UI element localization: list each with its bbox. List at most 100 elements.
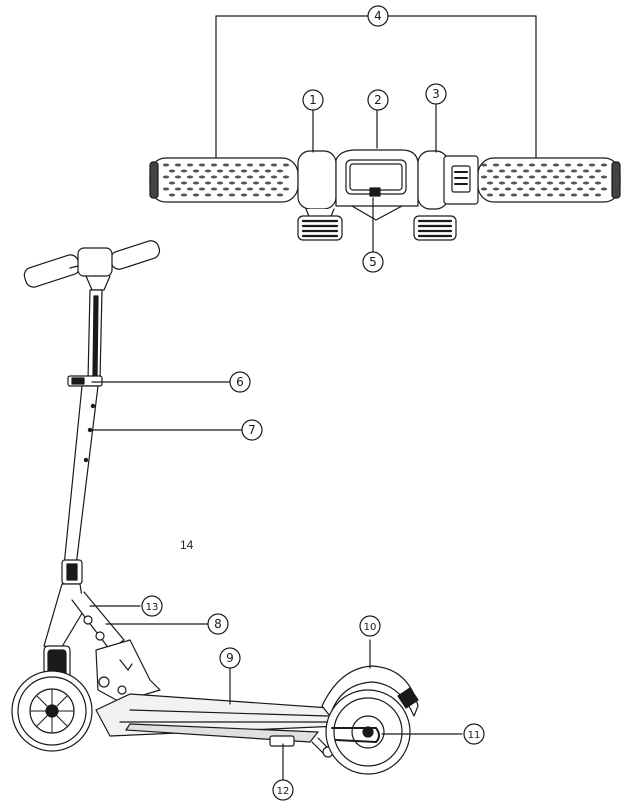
grip-texture-dot xyxy=(174,163,182,167)
right-grip xyxy=(477,157,621,203)
callout-label: 6 xyxy=(236,375,244,389)
scooter-stem xyxy=(61,289,103,585)
callout-label: 12 xyxy=(277,786,290,797)
grip-texture-dot xyxy=(522,169,530,173)
callout-label: 1 xyxy=(309,93,317,107)
grip-texture-dot xyxy=(204,181,212,185)
grip-texture-dot xyxy=(270,163,278,167)
grip-texture-dot xyxy=(498,169,506,173)
grip-texture-dot xyxy=(258,175,266,179)
grip-texture-dot xyxy=(588,163,596,167)
grip-texture-dot xyxy=(180,181,188,185)
grip-texture-dot xyxy=(600,187,608,191)
grip-texture-dot xyxy=(180,169,188,173)
grip-texture-dot xyxy=(504,175,512,179)
grip-texture-dot xyxy=(594,169,602,173)
grip-texture-dot xyxy=(246,163,254,167)
front-wheel xyxy=(11,670,93,752)
grip-texture-dot xyxy=(204,169,212,173)
grip-texture-dot xyxy=(234,187,242,191)
grip-texture-dot xyxy=(570,193,578,197)
callout-3: 3 xyxy=(425,83,447,105)
grip-texture-dot xyxy=(222,175,230,179)
grip-texture-dot xyxy=(252,193,260,197)
grip-texture-dot xyxy=(552,175,560,179)
grip-texture-dot xyxy=(252,169,260,173)
left-grip xyxy=(149,157,299,203)
grip-texture-dot xyxy=(516,175,524,179)
grip-texture-dot xyxy=(516,187,524,191)
grip-texture-dot xyxy=(576,163,584,167)
callout-label: 5 xyxy=(369,255,377,269)
page-number: 14 xyxy=(180,538,194,552)
grip-texture-dot xyxy=(240,181,248,185)
grip-texture-dot xyxy=(486,193,494,197)
grip-texture-dot xyxy=(498,181,506,185)
callout-label: 7 xyxy=(248,423,256,437)
grip-texture-dot xyxy=(486,181,494,185)
callout-label: 8 xyxy=(214,617,222,631)
grip-texture-dot xyxy=(168,181,176,185)
leader-line-4 xyxy=(215,15,537,159)
rear-wheel xyxy=(325,689,411,775)
grip-texture-dot xyxy=(228,193,236,197)
grip-texture-dot xyxy=(234,175,242,179)
grip-texture-dot xyxy=(528,175,536,179)
grip-texture-dot xyxy=(504,163,512,167)
grip-texture-dot xyxy=(258,187,266,191)
grip-texture-dot xyxy=(252,181,260,185)
grip-texture-dot xyxy=(162,175,170,179)
grip-texture-dot xyxy=(264,181,272,185)
grip-texture-dot xyxy=(192,193,200,197)
grip-texture-dot xyxy=(558,193,566,197)
callout-8: 8 xyxy=(207,613,229,635)
grip-texture-dot xyxy=(540,187,548,191)
grip-texture-dot xyxy=(600,163,608,167)
grip-texture-dot xyxy=(174,175,182,179)
grip-texture-dot xyxy=(528,163,536,167)
grip-texture-dot xyxy=(534,169,542,173)
grip-texture-dot xyxy=(582,181,590,185)
grip-texture-dot xyxy=(276,181,284,185)
callout-4: 4 xyxy=(367,5,389,27)
grip-texture-dot xyxy=(228,181,236,185)
grip-texture-dot xyxy=(210,163,218,167)
grip-texture-dot xyxy=(582,193,590,197)
callout-label: 13 xyxy=(146,602,159,613)
grip-texture-dot xyxy=(576,175,584,179)
grip-texture-dot xyxy=(582,169,590,173)
left-lever-pad xyxy=(297,215,343,241)
callout-2: 2 xyxy=(367,89,389,111)
handlebar-detail xyxy=(149,149,621,241)
rear-fender xyxy=(321,665,419,717)
grip-texture-dot xyxy=(528,187,536,191)
callout-5: 5 xyxy=(362,251,384,273)
grip-texture-dot xyxy=(222,163,230,167)
display-unit xyxy=(335,149,419,221)
grip-texture-dot xyxy=(246,187,254,191)
grip-texture-dot xyxy=(552,163,560,167)
grip-texture-dot xyxy=(594,181,602,185)
callout-9: 9 xyxy=(219,647,241,669)
grip-texture-dot xyxy=(168,193,176,197)
scooter-deck xyxy=(95,693,341,758)
grip-texture-dot xyxy=(510,193,518,197)
grip-texture-dot xyxy=(570,169,578,173)
grip-texture-dot xyxy=(282,163,290,167)
grip-texture-dot xyxy=(282,187,290,191)
scooter-side-view xyxy=(11,240,419,775)
grip-texture-dot xyxy=(516,163,524,167)
grip-texture-dot xyxy=(576,187,584,191)
grip-texture-dot xyxy=(192,169,200,173)
grip-texture-dot xyxy=(546,169,554,173)
callout-12: 12 xyxy=(272,779,294,801)
grip-texture-dot xyxy=(540,163,548,167)
grip-texture-dot xyxy=(522,193,530,197)
grip-texture-dot xyxy=(504,187,512,191)
leader-lines xyxy=(89,103,463,781)
grip-texture-dot xyxy=(276,169,284,173)
grip-texture-dot xyxy=(240,193,248,197)
